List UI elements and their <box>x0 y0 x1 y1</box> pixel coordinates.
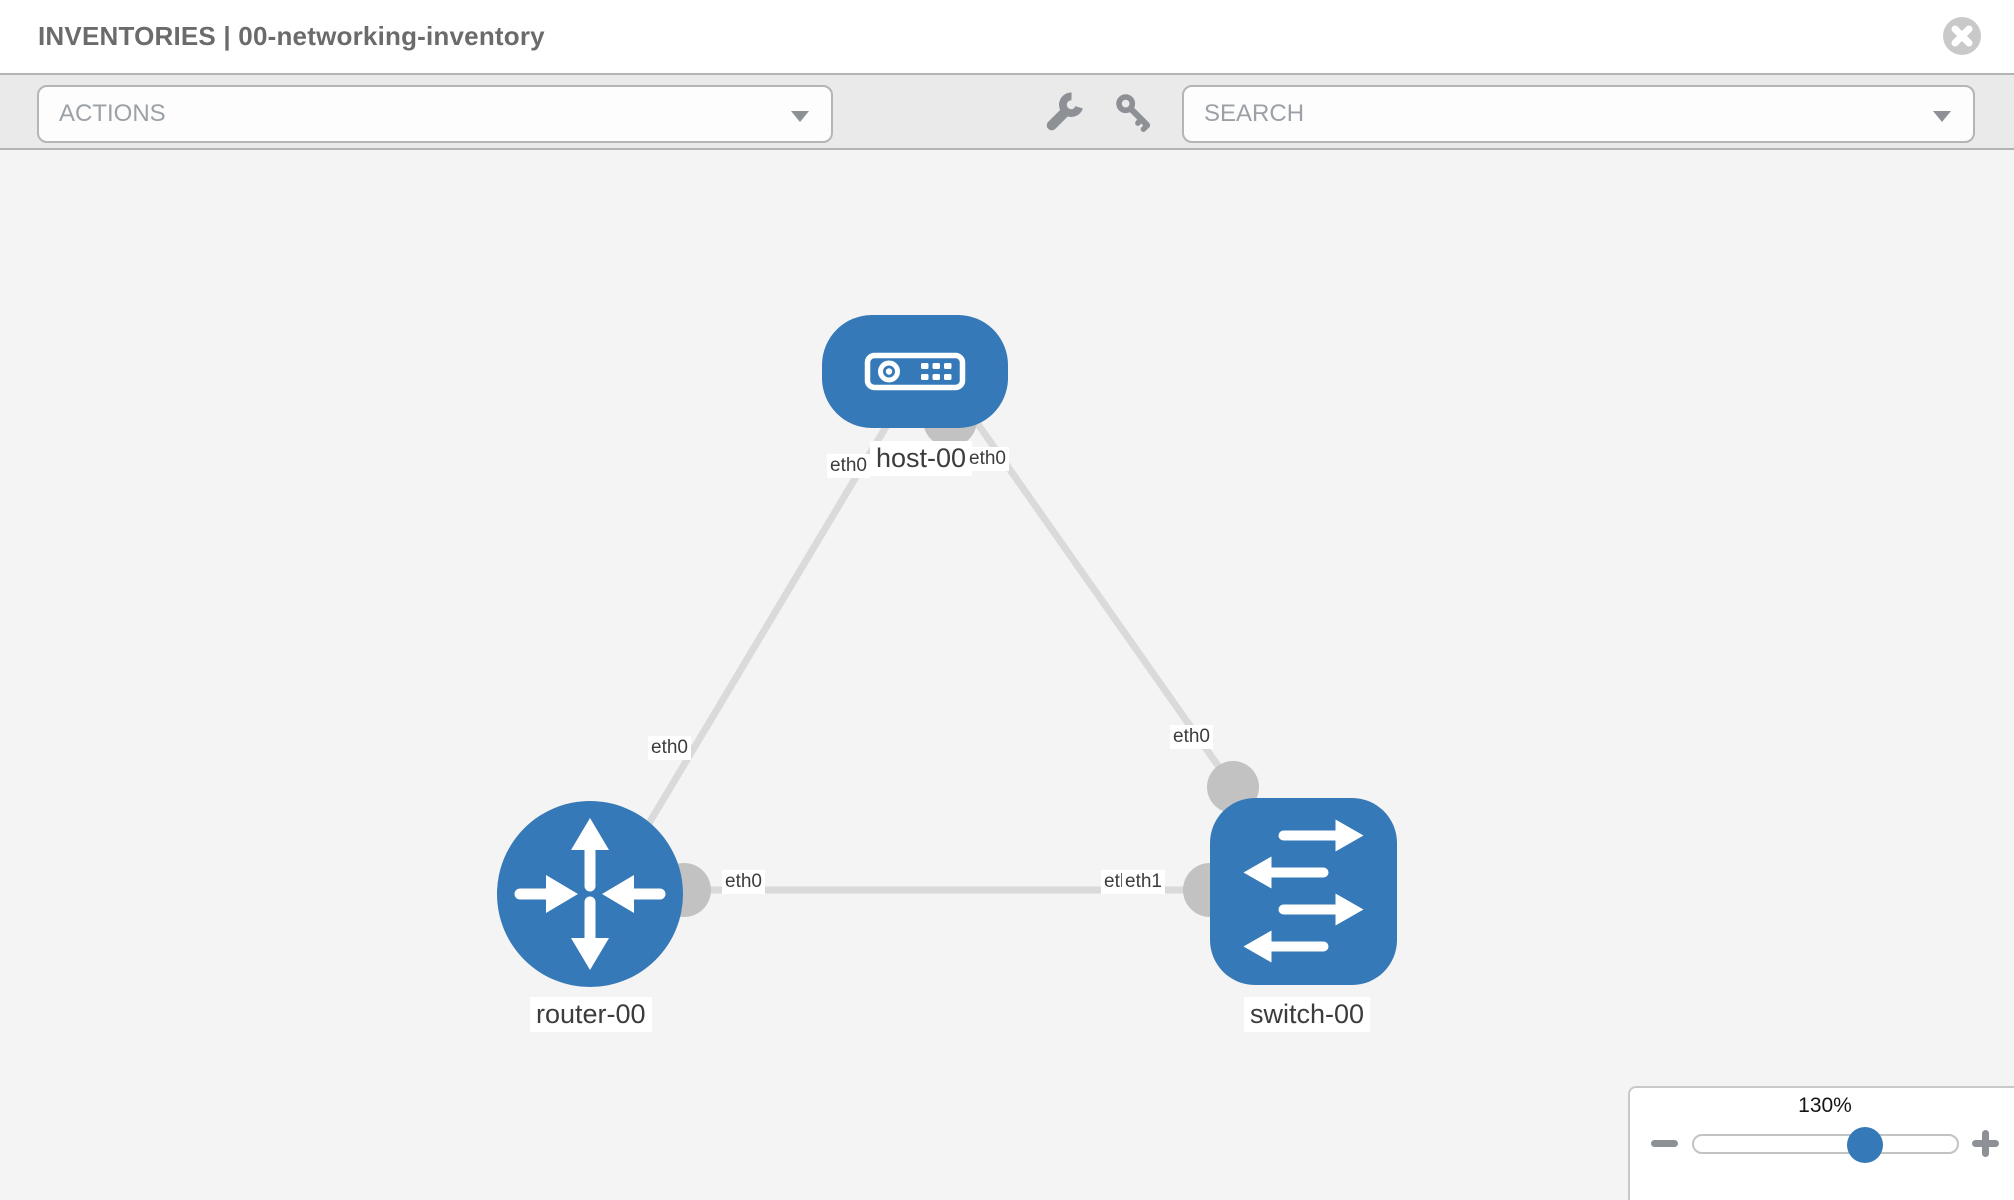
interface-label: eth1 <box>1122 870 1165 894</box>
actions-dropdown-label: ACTIONS <box>59 100 166 127</box>
interface-label: eth0 <box>1170 725 1213 749</box>
header: INVENTORIES | 00-networking-inventory <box>0 0 2014 73</box>
interface-label: eth0 <box>827 454 870 478</box>
page-title: INVENTORIES | 00-networking-inventory <box>38 21 545 51</box>
host-icon <box>864 352 966 391</box>
chevron-down-icon <box>1933 111 1951 122</box>
zoom-slider-handle[interactable] <box>1847 1127 1883 1163</box>
link-host-router[interactable] <box>644 418 894 827</box>
interface-label: eth0 <box>966 447 1009 471</box>
topology-canvas[interactable] <box>0 150 2014 1200</box>
zoom-in-button[interactable] <box>1972 1130 2000 1158</box>
toolbar: ACTIONS SEARCH <box>0 73 2014 150</box>
interface-label: eth0 <box>722 870 765 894</box>
actions-dropdown[interactable]: ACTIONS <box>37 85 833 143</box>
node-host-00[interactable] <box>822 315 1008 428</box>
zoom-widget: 130% <box>1628 1086 2014 1200</box>
node-label-router: router-00 <box>530 997 652 1032</box>
switch-icon <box>1243 819 1364 963</box>
close-button[interactable] <box>1942 16 1982 56</box>
node-switch-00[interactable] <box>1210 798 1397 985</box>
zoom-slider-track[interactable] <box>1692 1134 1959 1154</box>
node-label-host: host-00 <box>870 441 973 476</box>
plus-icon <box>1982 1130 1989 1157</box>
router-icon <box>514 818 666 970</box>
zoom-level-value: 130% <box>1798 1094 1852 1117</box>
times-circle-icon <box>1943 17 1981 55</box>
search-dropdown-label: SEARCH <box>1204 100 1305 127</box>
links-layer <box>600 417 1300 894</box>
wrench-icon <box>1046 92 1084 131</box>
chevron-down-icon <box>791 111 809 122</box>
configure-button[interactable] <box>1040 81 1088 143</box>
key-button[interactable] <box>1110 81 1158 143</box>
search-dropdown[interactable]: SEARCH <box>1182 85 1975 143</box>
zoom-out-button[interactable] <box>1651 1140 1678 1147</box>
node-router-00[interactable] <box>497 801 683 987</box>
key-icon <box>1116 94 1151 132</box>
interface-label: eth0 <box>648 736 691 760</box>
node-label-switch: switch-00 <box>1244 997 1371 1032</box>
